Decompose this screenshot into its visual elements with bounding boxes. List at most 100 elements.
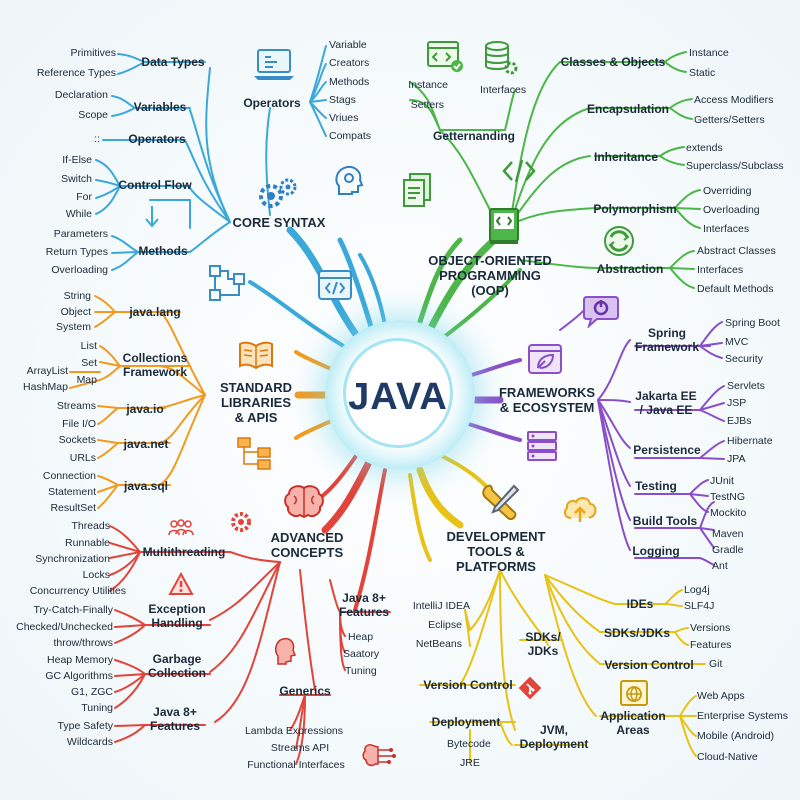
topic-garbage-line-2: Collection <box>147 666 207 680</box>
item-sockets: Sockets <box>58 434 96 446</box>
item-scope: Scope <box>78 109 108 121</box>
item-concurrency-utilities: Concurrency Utilities <box>29 585 126 597</box>
item-default-methods: Default Methods <box>697 283 774 295</box>
gear-icon <box>231 512 251 532</box>
item-methods: Methods <box>329 76 370 88</box>
flowchart-icon <box>209 265 245 301</box>
item-statement: Statement <box>48 486 96 498</box>
cloud-upload-icon <box>563 497 597 522</box>
topic-exception-line-2: Handling <box>151 616 203 630</box>
brain-machine-icon <box>362 744 396 767</box>
globe-window-icon <box>620 680 648 706</box>
item-interfaces-abs: Interfaces <box>697 264 744 276</box>
item-eclipse: Eclipse <box>428 619 462 631</box>
topic-deployment: Deployment <box>431 715 501 729</box>
topic-collections-line-2: Framework <box>122 365 188 379</box>
head-gear-icon <box>335 166 364 195</box>
topic-collections-line-1: Collections <box>122 351 188 365</box>
item-interfaces-poly: Interfaces <box>703 223 750 235</box>
item-gc-algorithms: GC Algorithms <box>45 670 113 682</box>
topic-jvm-line-2: Deployment <box>519 737 589 751</box>
head-profile-icon <box>274 637 296 665</box>
topic-jvm-line-1: JVM, <box>539 723 569 737</box>
topic-spring-line-2: Framework <box>634 340 700 354</box>
topic-java-io: java.io <box>126 402 164 416</box>
code-book-icon <box>489 208 519 244</box>
item-streams: Streams <box>56 400 96 412</box>
topic-app-areas-line-1: Application <box>600 709 666 723</box>
item-security: Security <box>725 353 763 365</box>
item-parameters: Parameters <box>53 228 108 240</box>
topic-multithreading: Multithreading <box>142 545 226 559</box>
item-for: For <box>76 191 92 203</box>
topic-exception-line-1: Exception <box>148 602 206 616</box>
advanced-label-line-2: CONCEPTS <box>270 545 344 560</box>
item-heap: Heap <box>348 631 374 643</box>
item-slf4j: SLF4J <box>684 600 715 612</box>
item-interfaces-oop: Interfaces <box>480 84 527 96</box>
libraries-label-line-2: LIBRARIES <box>220 395 292 410</box>
item-wildcards: Wildcards <box>66 736 113 748</box>
frameworks-label-line-2: & ECOSYSTEM <box>499 400 595 415</box>
item-synchronization: Synchronization <box>35 553 110 565</box>
folder-tree-icon <box>237 437 271 470</box>
item-abstract-classes: Abstract Classes <box>697 245 776 257</box>
documents-icon <box>403 173 431 207</box>
item-intellij-idea: IntelliJ IDEA <box>412 600 470 612</box>
topic-data-types: Data Types <box>141 55 205 69</box>
item-primitives: Primitives <box>70 47 116 59</box>
item-overriding: Overriding <box>703 185 752 197</box>
item-heap-memory: Heap Memory <box>47 654 113 666</box>
topic-java8-right-line-1: Java 8+ <box>342 591 386 605</box>
item-static: Static <box>689 67 716 79</box>
laptop-code-icon <box>254 49 294 80</box>
item-throw-throws: throw/throws <box>53 637 113 649</box>
item-hashmap: HashMap <box>23 381 68 393</box>
item-set: Set <box>81 357 97 369</box>
advanced-label-line-1: ADVANCED <box>270 530 344 545</box>
topic-sdks-left-line-2: JDKs <box>527 644 559 658</box>
item-overloading-oop: Overloading <box>703 204 760 216</box>
topic-java-lang: java.lang <box>129 305 181 319</box>
item-instance-oop: Instance <box>408 79 448 91</box>
item-jpa: JPA <box>727 453 746 465</box>
devtools-label-line-3: PLATFORMS <box>456 559 536 574</box>
item-ejbs: EJBs <box>727 415 752 427</box>
item-return-types: Return Types <box>45 246 108 258</box>
libraries-label-line-1: STANDARD <box>220 380 292 395</box>
arrow-down-icon <box>145 206 159 228</box>
item-netbeans: NetBeans <box>415 638 462 650</box>
item-threads: Threads <box>71 520 110 532</box>
topic-jakarta-line-2: / Java EE <box>639 403 693 417</box>
item-gradle: Gradle <box>712 544 744 556</box>
topic-getternanding: Getternanding <box>432 129 516 143</box>
object-cycle-icon <box>604 226 634 256</box>
item-if-else: If-Else <box>62 154 92 166</box>
topic-operators-2: Operators <box>243 96 301 110</box>
topic-java-net: java.net <box>123 437 169 451</box>
topic-java8-left-line-2: Features <box>149 719 201 733</box>
item-extends: extends <box>686 142 723 154</box>
item-map: Map <box>76 374 97 386</box>
oop-label-line-2: PROGRAMMING <box>439 268 541 283</box>
item-system: System <box>55 321 91 333</box>
item-stags: Stags <box>329 94 356 106</box>
item-features-sdk: Features <box>690 639 732 651</box>
brain-icon <box>284 485 324 519</box>
item-resultset: ResultSet <box>50 502 96 514</box>
topic-classes-objects: Classes & Objects <box>560 55 666 69</box>
item-arraylist: ArrayList <box>26 365 68 377</box>
open-book-icon <box>239 341 273 370</box>
item-mobile-android: Mobile (Android) <box>697 730 775 742</box>
item-spring-boot: Spring Boot <box>725 317 780 329</box>
topic-abstraction: Abstraction <box>596 262 664 276</box>
item-ant: Ant <box>712 560 728 572</box>
item-junit: JUnit <box>710 475 734 487</box>
item-superclass-subclass: Superclass/Subclass <box>686 160 784 172</box>
item-lambda-expressions: Lambda Expressions <box>244 725 344 737</box>
topic-testing: Testing <box>635 479 677 493</box>
topic-build-tools: Build Tools <box>632 514 698 528</box>
topic-inheritance: Inheritance <box>593 150 659 164</box>
item-enterprise-systems: Enterprise Systems <box>697 710 789 722</box>
